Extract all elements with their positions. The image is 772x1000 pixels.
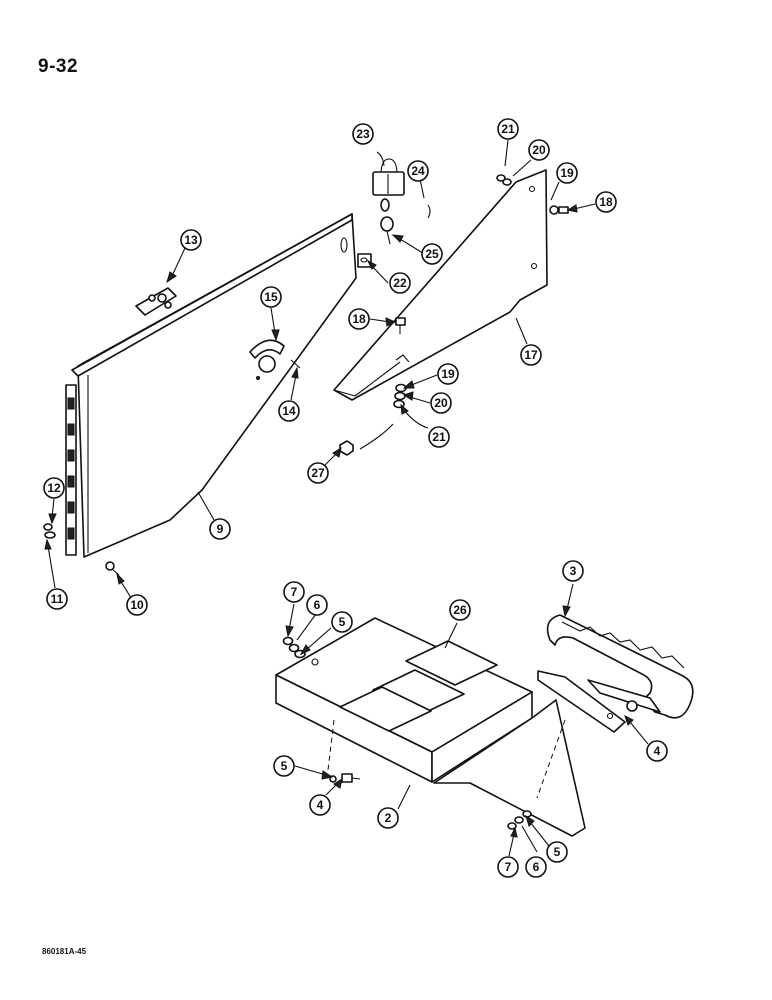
svg-text:9: 9 [217, 522, 224, 536]
callout-27: 27 [307, 462, 329, 484]
svg-text:5: 5 [554, 845, 561, 859]
svg-text:6: 6 [314, 598, 321, 612]
callout-5: 5 [546, 841, 568, 863]
step-top-hardware [282, 636, 306, 659]
callout-26: 26 [449, 599, 471, 621]
callout-12: 12 [43, 477, 65, 499]
callout-13: 13 [180, 229, 202, 251]
side-bracket-bolt [549, 205, 569, 215]
callout-9: 9 [209, 518, 231, 540]
svg-text:2: 2 [385, 811, 392, 825]
leader-lines [44, 139, 649, 857]
svg-text:4: 4 [654, 744, 661, 758]
callout-20: 20 [528, 139, 550, 161]
callout-6: 6 [306, 594, 328, 616]
callout-10: 10 [126, 594, 148, 616]
svg-text:11: 11 [51, 592, 64, 606]
callout-15: 15 [260, 286, 282, 308]
svg-text:18: 18 [599, 195, 613, 209]
svg-text:26: 26 [453, 603, 467, 617]
callout-5: 5 [331, 611, 353, 633]
callout-7: 7 [497, 856, 519, 878]
svg-text:15: 15 [264, 290, 278, 304]
svg-text:13: 13 [184, 233, 198, 247]
callout-23: 23 [352, 123, 374, 145]
callout-14: 14 [278, 400, 300, 422]
hinge-plate [135, 287, 177, 316]
upper-bracket-bolt [395, 317, 406, 334]
callout-20: 20 [430, 392, 452, 414]
svg-text:7: 7 [291, 585, 298, 599]
step-bolt-left [329, 773, 361, 783]
padlock-key [380, 198, 394, 245]
callout-22: 22 [389, 272, 411, 294]
callout-7: 7 [283, 581, 305, 603]
illustration-reference-code: 860181A-45 [42, 947, 87, 956]
svg-text:5: 5 [339, 615, 346, 629]
callout-18: 18 [595, 191, 617, 213]
callout-5: 5 [273, 755, 295, 777]
callout-6: 6 [525, 856, 547, 878]
svg-text:18: 18 [352, 312, 366, 326]
callout-4: 4 [646, 740, 668, 762]
hasp-plate [357, 253, 372, 268]
side-panel [65, 213, 357, 558]
callout-11: 11 [46, 588, 68, 610]
svg-text:17: 17 [524, 348, 538, 362]
callout-25: 25 [421, 243, 443, 265]
step-bottom-hardware [507, 810, 532, 830]
panel-latch-assembly [249, 339, 285, 380]
callout-21: 21 [497, 118, 519, 140]
callout-19: 19 [437, 363, 459, 385]
panel-bolt [105, 561, 120, 576]
svg-text:22: 22 [393, 276, 407, 290]
svg-text:21: 21 [432, 430, 446, 444]
callout-17: 17 [520, 344, 542, 366]
grab-handle [537, 614, 694, 733]
callout-18: 18 [348, 308, 370, 330]
lock-nut [339, 423, 394, 456]
svg-text:7: 7 [505, 860, 512, 874]
padlock [372, 158, 405, 196]
svg-text:23: 23 [356, 127, 370, 141]
cotter-pin [427, 204, 431, 219]
callout-19: 19 [556, 162, 578, 184]
svg-text:20: 20 [532, 143, 546, 157]
svg-text:10: 10 [130, 598, 144, 612]
upper-washers [496, 174, 512, 186]
callout-21: 21 [428, 426, 450, 448]
svg-text:25: 25 [425, 247, 439, 261]
svg-text:3: 3 [570, 564, 577, 578]
svg-text:24: 24 [411, 164, 425, 178]
svg-text:5: 5 [281, 759, 288, 773]
svg-text:12: 12 [47, 481, 61, 495]
svg-text:19: 19 [441, 367, 455, 381]
callout-3: 3 [562, 560, 584, 582]
svg-text:14: 14 [282, 404, 296, 418]
support-bracket [333, 169, 548, 401]
svg-text:27: 27 [311, 466, 325, 480]
svg-text:20: 20 [434, 396, 448, 410]
svg-text:4: 4 [317, 798, 324, 812]
svg-text:6: 6 [533, 860, 540, 874]
callout-4: 4 [309, 794, 331, 816]
svg-text:19: 19 [560, 166, 574, 180]
callout-2: 2 [377, 807, 399, 829]
step-platform [275, 617, 586, 837]
panel-nut-washer [43, 523, 56, 539]
callout-24: 24 [407, 160, 429, 182]
page-number: 9-32 [38, 56, 79, 77]
spring-pin [290, 359, 301, 369]
svg-text:21: 21 [501, 122, 515, 136]
